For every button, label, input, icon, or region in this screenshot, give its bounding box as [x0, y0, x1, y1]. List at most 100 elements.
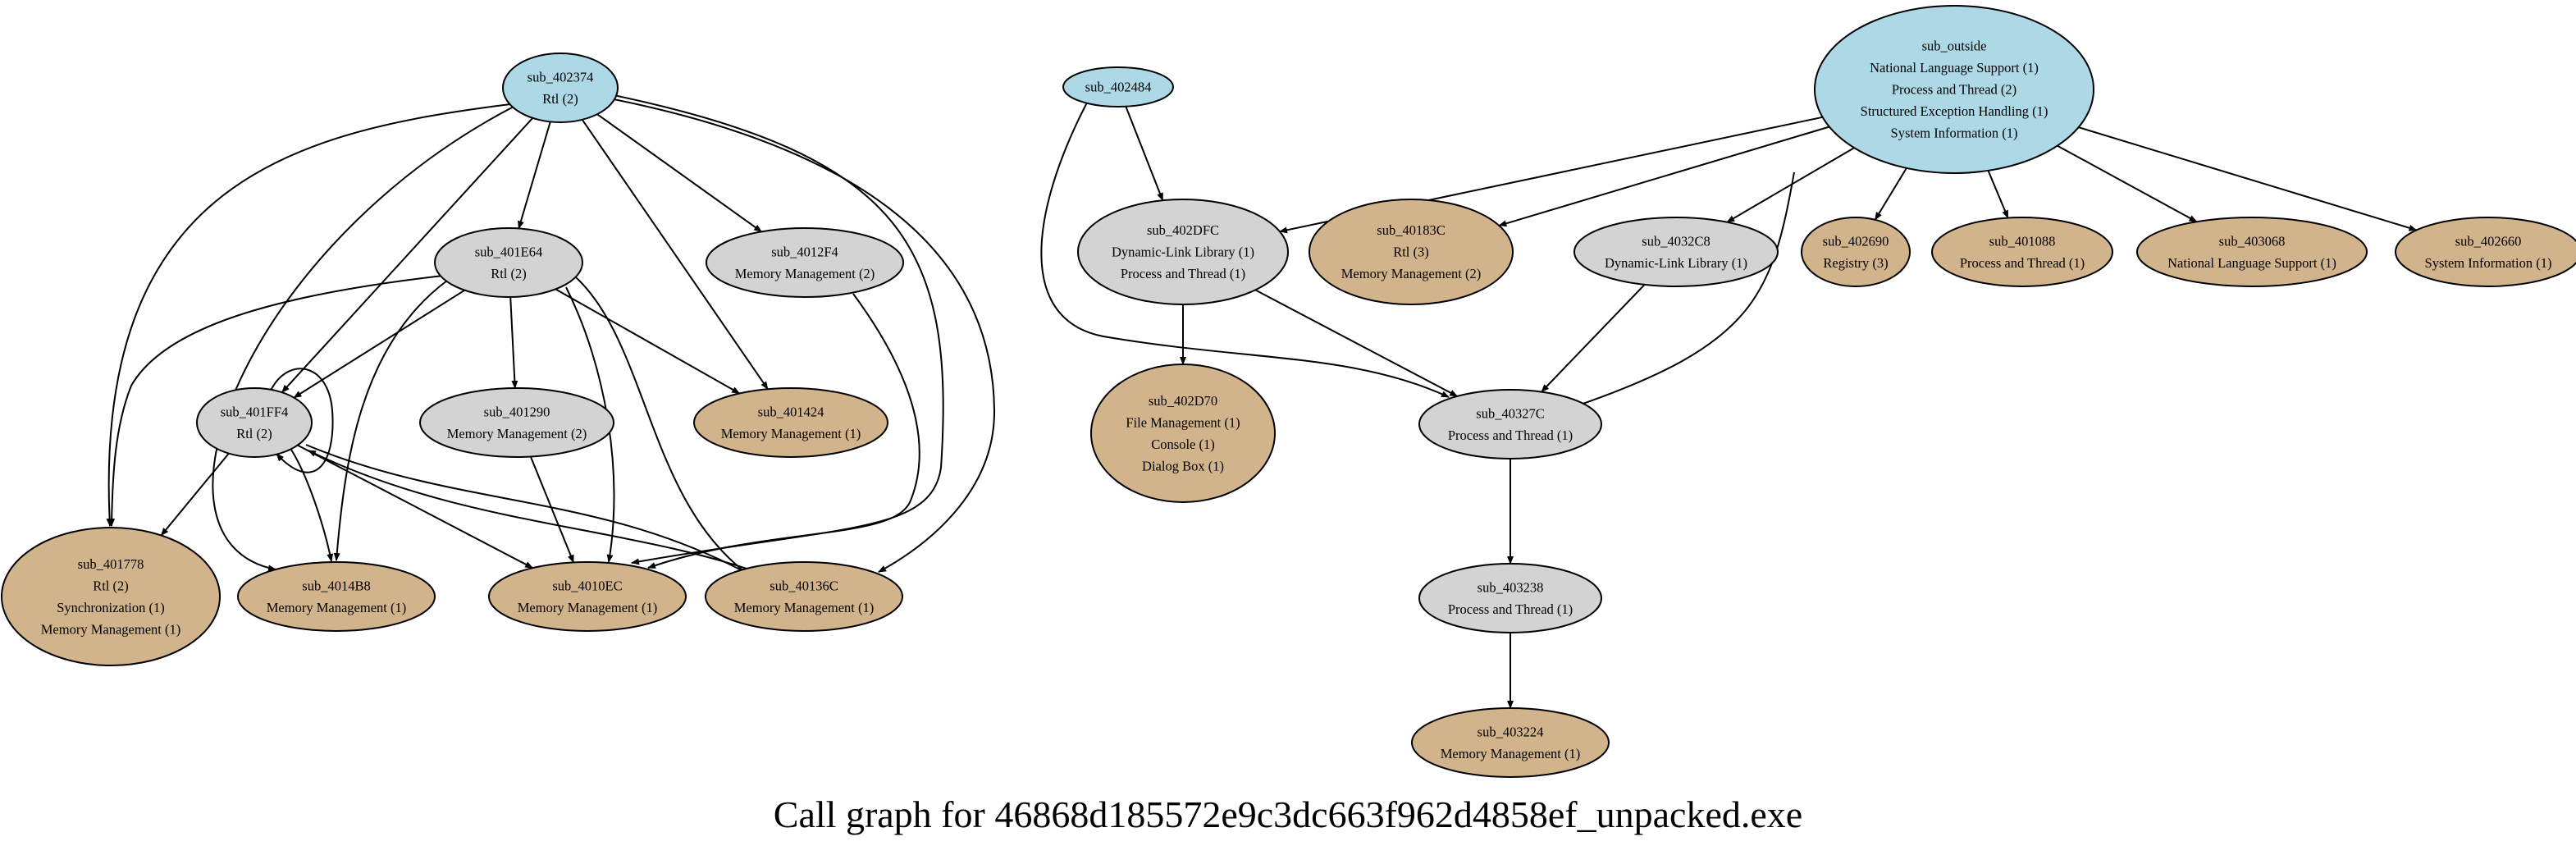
- edge-sub_402484-to-sub_40327C: [1040, 102, 1450, 398]
- node-api-count: Structured Exception Handling (1): [1861, 103, 2048, 119]
- graph-caption: Call graph for 46868d185572e9c3dc663f962…: [774, 793, 1802, 835]
- edge-sub_401FF4-to-sub_401778: [160, 452, 230, 537]
- node-api-count: National Language Support (1): [1870, 60, 2039, 75]
- edge-sub_401E64-to-sub_4014B8: [333, 280, 448, 561]
- edge-sub_401290-to-sub_4010EC: [529, 456, 575, 564]
- node-title: sub_402660: [2455, 233, 2522, 249]
- edge-sub_402374-to-sub_401424: [581, 119, 769, 391]
- edge-sub_401FF4-to-sub_401FF4: [270, 368, 334, 473]
- node-api-count: Rtl (2): [491, 266, 527, 281]
- edge-sub_402374-to-sub_401FF4: [281, 117, 534, 393]
- node-shape-sub_4012F4: [706, 227, 904, 298]
- node-title: sub_401088: [1989, 233, 2056, 249]
- node-shape-sub_4014B8: [237, 561, 436, 632]
- node-shape-sub_401E64: [434, 227, 583, 298]
- edge-sub_401FF4-to-sub_4010EC: [297, 444, 534, 569]
- edge-sub_402374-to-sub_4012F4: [596, 113, 763, 233]
- node-title: sub_402D70: [1149, 393, 1217, 409]
- node-shape-sub_40327C: [1418, 389, 1602, 460]
- node-title: sub_40327C: [1476, 405, 1544, 421]
- node-api-count: Rtl (2): [236, 426, 272, 441]
- node-api-count: Memory Management (1): [41, 621, 180, 637]
- edge-sub_outside-to-sub_402690: [1874, 167, 1907, 221]
- node-title: sub_402690: [1823, 233, 1889, 249]
- node-api-count: National Language Support (1): [2167, 255, 2336, 271]
- node-api-count: Rtl (2): [542, 91, 578, 107]
- node-shape-sub_4010EC: [488, 561, 687, 632]
- edge-sub_outside-to-sub_403068: [2057, 144, 2198, 223]
- node-shape-sub_401FF4: [196, 387, 313, 458]
- node-shape-sub_402DFC: [1077, 199, 1289, 305]
- node-api-count: Synchronization (1): [57, 600, 165, 615]
- node-api-count: Process and Thread (1): [1121, 266, 1245, 281]
- edge-sub_402DFC-to-sub_40327C: [1254, 289, 1459, 397]
- node-api-count: Memory Management (2): [447, 426, 587, 441]
- edge-sub_4012F4-to-sub_4010EC: [647, 293, 920, 569]
- node-title: sub_401FF4: [221, 404, 289, 419]
- node-title: sub_403068: [2219, 233, 2286, 249]
- edge-sub_4032C8-to-sub_40327C: [1541, 284, 1646, 393]
- edge-sub_401FF4-to-sub_40136C: [305, 444, 751, 576]
- node-shape-sub_40136C: [705, 561, 903, 632]
- node-api-count: System Information (1): [1891, 126, 2018, 141]
- node-api-count: Memory Management (2): [735, 266, 875, 281]
- node-title: sub_402374: [528, 69, 594, 85]
- node-title: sub_40136C: [770, 578, 838, 593]
- node-title: sub_401290: [484, 404, 550, 419]
- node-shape-sub_401778: [1, 527, 221, 666]
- node-shape-sub_402D70: [1090, 363, 1276, 503]
- node-api-count: Dynamic-Link Library (1): [1605, 255, 1747, 271]
- node-api-count: Process and Thread (1): [1960, 255, 2085, 271]
- node-shape-sub_402690: [1801, 217, 1911, 287]
- node-api-count: File Management (1): [1126, 414, 1240, 430]
- node-api-count: Process and Thread (2): [1892, 82, 2016, 98]
- node-sub_402484: sub_402484: [1062, 66, 1174, 107]
- node-api-count: Memory Management (1): [721, 426, 861, 441]
- edge-sub_40136C-to-sub_401FF4: [308, 450, 760, 574]
- node-shape-sub_401088: [1931, 217, 2113, 287]
- node-title: sub_4014B8: [302, 578, 370, 593]
- node-title: sub_4012F4: [771, 244, 838, 259]
- edge-sub_outside-to-sub_4032C8: [1726, 147, 1855, 223]
- node-title: sub_4032C8: [1642, 233, 1710, 249]
- node-title: sub_4010EC: [552, 578, 622, 593]
- node-api-count: Memory Management (2): [1341, 266, 1481, 281]
- node-shape-sub_402484: [1062, 66, 1174, 107]
- edge-sub_402484-to-sub_402DFC: [1125, 106, 1164, 202]
- node-api-count: Registry (3): [1823, 255, 1888, 271]
- edge-sub_outside-to-sub_40327C: [1573, 171, 1795, 408]
- node-api-count: Rtl (3): [1393, 245, 1429, 260]
- node-title: sub_403238: [1478, 579, 1544, 595]
- node-shape-sub_401290: [419, 387, 614, 458]
- node-title: sub_401424: [758, 404, 824, 419]
- edge-sub_402374-to-sub_401E64: [518, 121, 551, 230]
- node-api-count: Rtl (2): [93, 578, 129, 593]
- node-title: sub_401E64: [475, 244, 543, 259]
- node-title: sub_401778: [78, 556, 144, 572]
- node-shape-sub_401424: [693, 387, 888, 458]
- edge-sub_402374-to-sub_401778: [106, 103, 511, 527]
- edge-sub_outside-to-sub_402660: [2078, 126, 2418, 231]
- edge-sub_401E64-to-sub_401424: [555, 288, 741, 395]
- node-api-count: Dialog Box (1): [1142, 458, 1224, 473]
- edge-sub_401E64-to-sub_401290: [509, 296, 518, 389]
- node-shape-sub_403068: [2136, 217, 2368, 287]
